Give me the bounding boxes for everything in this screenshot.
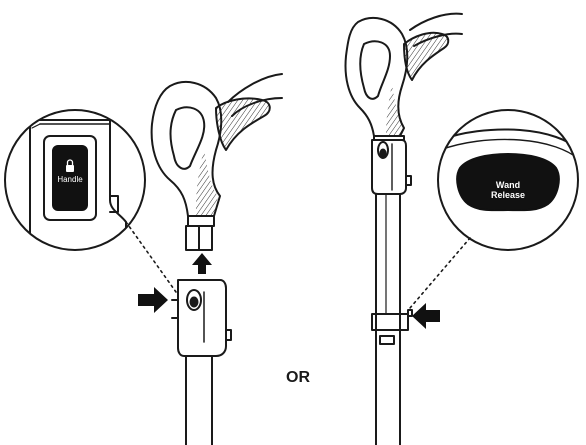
handle-grip-shading xyxy=(196,150,218,216)
arrow-icon xyxy=(192,253,212,274)
wand-top-body xyxy=(177,279,227,357)
arrow-icon xyxy=(138,287,168,313)
handle-trigger xyxy=(215,97,271,151)
wand-release-collar xyxy=(371,313,409,331)
wand-top-body-right xyxy=(371,139,407,195)
handle-button-label: Handle xyxy=(57,175,83,184)
wand-release-label-line1: Wand xyxy=(496,180,520,190)
leader-line-left xyxy=(125,221,177,293)
right-illustration xyxy=(344,12,579,445)
leader-line-right xyxy=(409,237,471,309)
left-illustration xyxy=(4,73,283,445)
wand-release-button xyxy=(456,153,560,212)
handle-trigger-right xyxy=(403,31,450,81)
wand-release-label-line2: Release xyxy=(491,190,525,200)
handle-connector xyxy=(187,215,215,227)
or-separator: OR xyxy=(286,369,310,386)
handle-grip-opening xyxy=(169,106,206,170)
handle-release-button xyxy=(52,145,88,211)
lock-icon xyxy=(66,159,74,172)
handle-grip-opening-right xyxy=(359,40,391,100)
arrow-icon xyxy=(412,303,440,329)
zoom-circle-right xyxy=(437,109,579,251)
wand-lock-button xyxy=(186,289,202,311)
zoom-circle-left xyxy=(4,109,146,251)
